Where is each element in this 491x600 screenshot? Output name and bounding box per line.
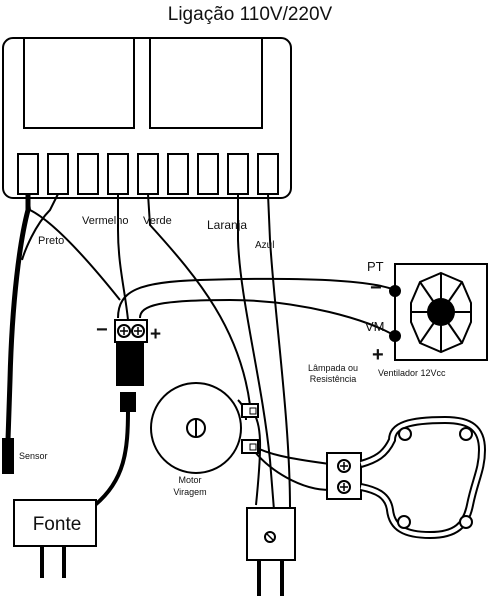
sensor-label: Sensor (19, 451, 48, 461)
wire-label-vermelho: Vermelho (82, 215, 128, 227)
plug-icon (246, 507, 296, 596)
dc-minus-label: − (96, 319, 108, 341)
motor-label-line1: Motor (178, 475, 201, 485)
sensor (2, 438, 14, 474)
fan-vm-plus: + (372, 344, 384, 366)
wire-label-preto: Preto (38, 235, 64, 247)
wire-label-laranja: Laranja (207, 218, 247, 232)
fan-pt-label: PT (367, 259, 384, 274)
heater-coil-icon (359, 415, 487, 540)
power-connector (116, 342, 144, 412)
dc-screw-terminal (114, 319, 148, 343)
fan-vm-label: VM (365, 319, 385, 334)
wire-label-azul: Azul (255, 240, 274, 251)
motor-label-line2: Viragem (173, 487, 206, 497)
fan-icon (389, 263, 488, 361)
heater-label-line1: Lâmpada ou (308, 363, 358, 373)
controller-unit (2, 37, 292, 199)
wires (5, 193, 396, 511)
relay-right (149, 37, 263, 129)
wire-label-verde: Verde (143, 215, 172, 227)
terminal-block (17, 153, 279, 195)
power-supply (13, 499, 97, 578)
dc-plus-label: + (150, 324, 161, 345)
heater-screw-terminal (326, 452, 362, 500)
motor-icon (150, 382, 259, 474)
relay-left (23, 37, 135, 129)
heater-label-line2: Resistência (310, 374, 357, 384)
fan-label: Ventilador 12Vcc (378, 368, 446, 378)
diagram-title: Ligação 110V/220V (168, 4, 333, 25)
fan-pt-minus: − (370, 277, 382, 299)
power-supply-label: Fonte (33, 514, 82, 535)
